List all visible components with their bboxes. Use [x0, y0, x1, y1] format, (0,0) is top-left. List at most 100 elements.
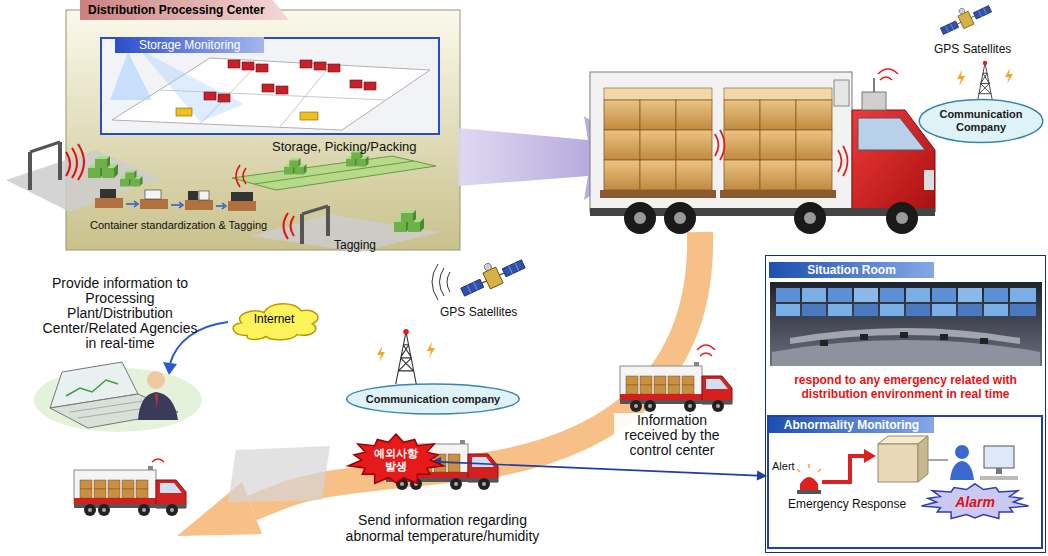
- alarm-chain-part: [950, 461, 974, 480]
- tagging-area-part: [185, 200, 213, 210]
- area-label: Container standardization & Tagging: [90, 219, 300, 231]
- alarm-chain-part: [984, 446, 1014, 468]
- outline-ellipse: [919, 99, 1042, 142]
- warehouse-view-part: [262, 84, 274, 92]
- warehouse-view-part: [300, 112, 318, 120]
- satellite-link-part: [396, 329, 417, 384]
- refrigerated-truck-part: [760, 100, 796, 130]
- road-shadow-part: [228, 446, 330, 502]
- label-slot: Emergency Response: [788, 497, 918, 511]
- refrigerated-truck-part: [886, 202, 918, 234]
- situation-room-part: [932, 288, 956, 302]
- warehouse-view-part: [350, 80, 362, 88]
- refrigerated-truck-part: [862, 92, 886, 110]
- situation-room-part: [776, 304, 800, 316]
- carrier-name: Communication Company: [936, 108, 1026, 134]
- situation-room-part: [1010, 304, 1036, 316]
- carrier-ellipse: Communication company: [345, 383, 521, 415]
- office-user-part: [147, 371, 165, 389]
- refrigerated-truck-part: [604, 160, 640, 190]
- tagging-area-part: [145, 190, 161, 199]
- alarm-chain-part: [797, 490, 821, 494]
- situation-room-part: [820, 340, 828, 346]
- center-panel: Distribution Processing CenterStorage Mo…: [66, 0, 460, 252]
- situation-room-part: [770, 282, 1042, 366]
- refrigerated-truck-part: [624, 202, 656, 234]
- alarm-text: Alarm: [955, 494, 995, 510]
- label-slot: GPS Satellites: [440, 305, 540, 319]
- satellite-label: GPS Satellites: [934, 42, 1034, 56]
- warehouse-view-part: [242, 62, 254, 70]
- warehouse-view-part: [280, 66, 330, 127]
- refrigerated-truck-part: [796, 100, 832, 130]
- label-slot: GPS Satellites: [934, 42, 1034, 56]
- tagging-area-part: [140, 199, 168, 209]
- situation-room-part: [940, 334, 948, 340]
- small-trucks-part: [74, 466, 186, 516]
- refrigerated-truck-part: [896, 212, 908, 224]
- outline-ellipse: [347, 384, 519, 414]
- tagging-area-part: [326, 206, 330, 236]
- monitoring-frame: Storage Monitoring: [100, 37, 440, 135]
- label-slot: Container standardization & Tagging: [90, 219, 300, 231]
- refrigerated-truck-part: [796, 160, 832, 190]
- refrigerated-truck-part: [590, 72, 852, 212]
- refrigerated-truck-part: [640, 160, 676, 190]
- refrigerated-truck-part: [760, 130, 796, 160]
- tagging-area-part: [228, 201, 256, 211]
- refrigerated-truck-part: [664, 202, 696, 234]
- link-arrow: [431, 457, 767, 481]
- alarm-chain-part: [996, 468, 1002, 474]
- info-note: Provide information to Processing Plant/…: [39, 276, 201, 351]
- tagging-area: [6, 142, 440, 252]
- refrigerated-truck-part: [600, 190, 716, 198]
- satellite-link-part: [957, 70, 965, 86]
- refrigerated-truck-part: [640, 100, 676, 130]
- refrigerated-truck-part: [604, 130, 640, 160]
- situation-room-part: [854, 304, 878, 316]
- tagging-area-part: [58, 142, 62, 180]
- info-note: Send information regarding abnormal temp…: [340, 512, 545, 544]
- alarm-chain-part: [822, 456, 866, 482]
- refrigerated-truck-part: [676, 130, 712, 160]
- warehouse-view-part: [204, 92, 216, 100]
- refrigerated-truck-part: [724, 160, 760, 190]
- alarm-chain-part: [980, 476, 1018, 480]
- carrier-ellipse: Communication Company: [918, 98, 1044, 144]
- tagging-area-part: [254, 161, 414, 184]
- monitoring-frame: Abnormality MonitoringAlarm: [767, 415, 1043, 549]
- internet-cloud: Internet: [226, 296, 322, 342]
- area-label: Tagging: [334, 238, 404, 252]
- warehouse-view-part: [314, 62, 326, 70]
- icon-label: Alert: [772, 460, 812, 472]
- carrier-name: Communication company: [366, 393, 500, 405]
- refrigerated-truck-part: [724, 100, 760, 130]
- tagging-area-part: [66, 144, 84, 180]
- alarm-chain: [797, 436, 1018, 494]
- refrigerated-truck-part: [873, 78, 875, 92]
- label-slot: Storage, Picking/Packing: [272, 139, 442, 154]
- refrigerated-truck-part: [676, 100, 712, 130]
- refrigerated-truck-part: [760, 160, 796, 190]
- tagging-area-part: [28, 152, 32, 190]
- situation-room-part: [765, 255, 1046, 553]
- satellite-link-part: [432, 264, 450, 300]
- refrigerated-truck-part: [720, 190, 836, 198]
- satellite-link-part: [456, 250, 527, 301]
- situation-room-part: [984, 288, 1008, 302]
- warehouse-view-part: [110, 52, 152, 100]
- situation-room-part: [880, 304, 904, 316]
- alarm-chain-part: [878, 444, 918, 482]
- warehouse-view-part: [300, 60, 312, 68]
- exception-burst: 예외사항 발생: [346, 433, 446, 487]
- situation-room-part: [880, 288, 904, 302]
- tagging-area-part: [302, 206, 328, 214]
- warehouse-view: [102, 39, 438, 133]
- situation-room-part: [828, 304, 852, 316]
- refrigerated-truck: [590, 69, 935, 234]
- refrigerated-truck-part: [804, 212, 816, 224]
- office-user: [34, 362, 202, 432]
- tagging-area-part: [231, 192, 253, 201]
- satellite-link-part: [977, 61, 993, 104]
- internet-link-part: [163, 362, 177, 375]
